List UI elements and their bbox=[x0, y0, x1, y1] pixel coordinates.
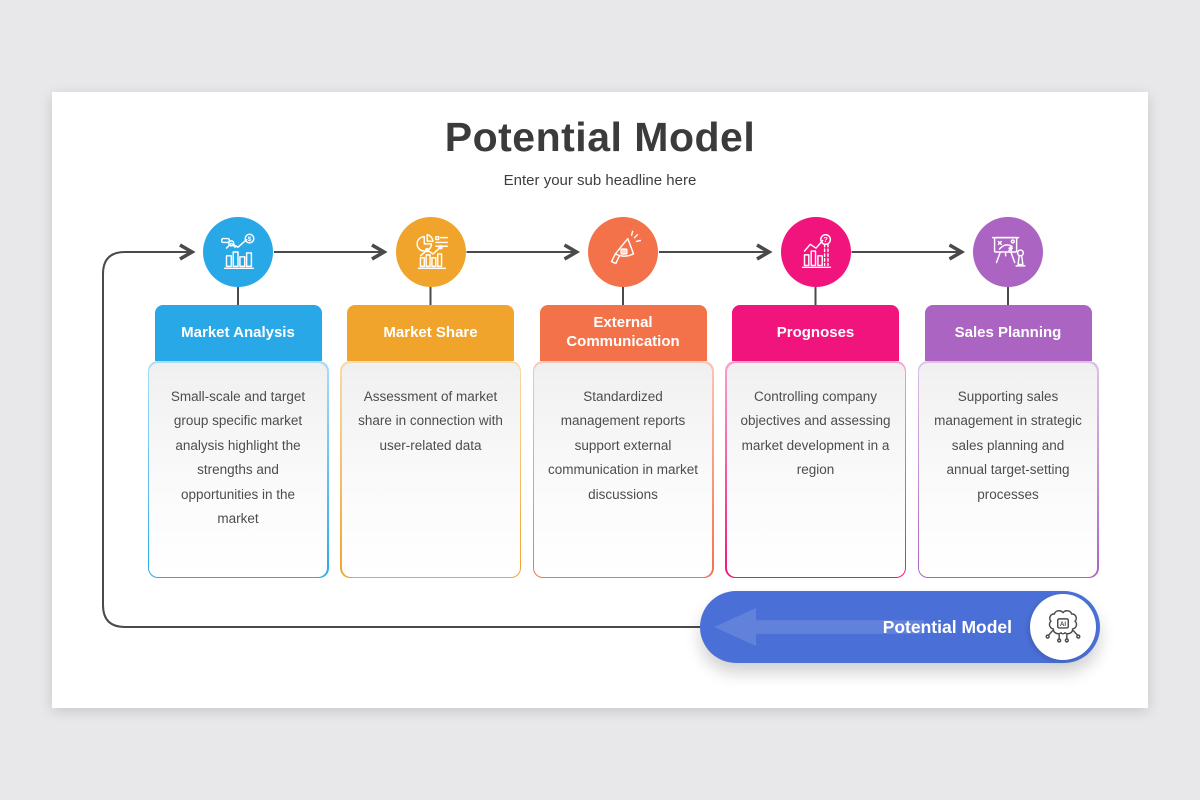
page-title: Potential Model bbox=[444, 114, 756, 160]
forecast-chart-icon: ? bbox=[801, 234, 831, 269]
prognoses-description: Controlling company objectives and asses… bbox=[726, 362, 905, 577]
prognoses-box: Controlling company objectives and asses… bbox=[725, 361, 906, 578]
sales-planning-header: Sales Planning bbox=[924, 305, 1092, 361]
pie-chart-icon bbox=[415, 234, 448, 270]
external-communication-header: External Communication bbox=[539, 305, 707, 361]
sales-planning-description: Supporting sales management in strategic… bbox=[919, 362, 1097, 577]
flow-banner: Potential Model AI bbox=[700, 591, 1100, 663]
ai-brain-icon: AI bbox=[1045, 610, 1081, 643]
column-prognoses: ? Prognoses Controlling company objectiv… bbox=[725, 217, 906, 578]
flow-lines bbox=[102, 243, 1009, 628]
market-analysis-header: Market Analysis bbox=[154, 305, 322, 361]
external-communication-label: External Communication bbox=[566, 314, 680, 350]
external-communication-circle bbox=[588, 217, 658, 287]
market-share-header: Market Share bbox=[347, 305, 514, 361]
column-external-communication: External Communication Standardized mana… bbox=[532, 217, 714, 578]
market-share-circle bbox=[395, 217, 466, 287]
market-analysis-description: Small-scale and target group specific ma… bbox=[149, 362, 327, 577]
prognoses-circle: ? bbox=[780, 217, 851, 287]
market-analysis-chart-icon: $ bbox=[220, 233, 255, 270]
external-communication-description: Standardized management reports support … bbox=[534, 362, 712, 577]
market-share-label: Market Share bbox=[383, 323, 478, 341]
svg-text:AI: AI bbox=[1060, 621, 1066, 628]
market-share-box: Assessment of market share in connection… bbox=[340, 361, 521, 578]
market-analysis-circle: $ bbox=[203, 217, 273, 287]
flow-loop-line bbox=[102, 243, 700, 628]
svg-text:?: ? bbox=[823, 235, 828, 244]
left-arrow-icon bbox=[714, 608, 924, 646]
banner-ai-badge: AI bbox=[1030, 594, 1096, 660]
sales-planning-label: Sales Planning bbox=[954, 323, 1062, 341]
market-analysis-label: Market Analysis bbox=[181, 323, 295, 341]
banner-label: Potential Model bbox=[882, 616, 1012, 637]
svg-text:$: $ bbox=[248, 236, 252, 243]
strategy-board-icon bbox=[991, 236, 1026, 267]
sales-planning-box: Supporting sales management in strategic… bbox=[917, 361, 1099, 578]
external-communication-box: Standardized management reports support … bbox=[532, 361, 714, 578]
sales-planning-circle bbox=[973, 217, 1043, 287]
market-analysis-box: Small-scale and target group specific ma… bbox=[147, 361, 329, 578]
slide-canvas: Potential Model Enter your sub headline … bbox=[52, 92, 1148, 708]
prognoses-header: Prognoses bbox=[732, 305, 899, 361]
megaphone-icon bbox=[610, 230, 641, 265]
column-sales-planning: Sales Planning Supporting sales manageme… bbox=[917, 217, 1099, 578]
column-market-analysis: $ Market Analysis Small-scale and target… bbox=[147, 217, 329, 578]
prognoses-label: Prognoses bbox=[776, 323, 855, 341]
page-subtitle: Enter your sub headline here bbox=[503, 172, 697, 189]
column-market-share: Market Share Assessment of market share … bbox=[340, 217, 521, 578]
market-share-description: Assessment of market share in connection… bbox=[341, 362, 520, 577]
